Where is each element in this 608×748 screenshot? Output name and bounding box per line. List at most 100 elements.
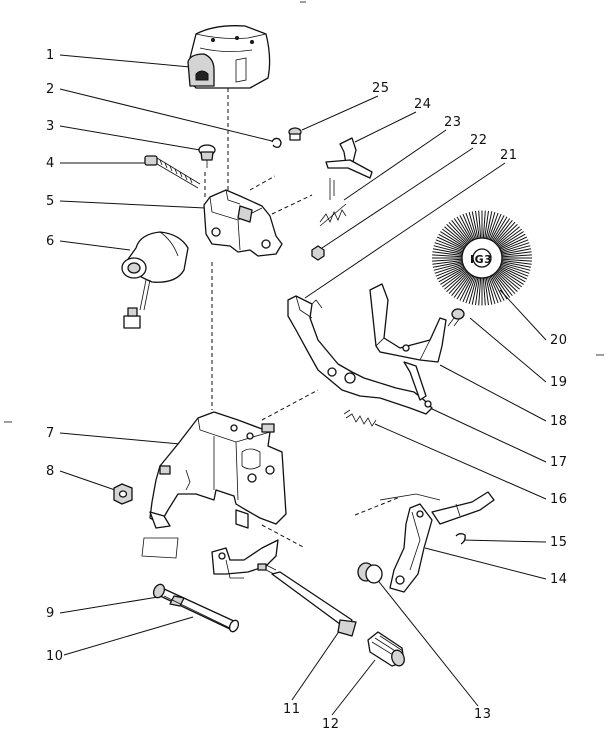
daisy-wheel-spoke <box>432 254 463 258</box>
daisy-wheel-spoke <box>432 261 463 268</box>
daisy-wheel-spoke <box>484 276 489 306</box>
daisy-wheel-spoke <box>492 218 511 243</box>
daisy-wheel-label: IG3 <box>470 253 492 266</box>
axis-frame-to-linkage <box>261 389 319 421</box>
daisy-wheel-spoke <box>435 264 464 277</box>
daisy-wheel-spoke <box>486 211 496 240</box>
part-7-main-frame <box>149 411 287 529</box>
leader-line-13 <box>375 577 479 707</box>
callout-labels: 1 2 3 4 5 6 7 8 9 10 11 12 13 14 15 16 1… <box>46 48 568 732</box>
daisy-wheel-spoke <box>482 276 486 306</box>
page-edge-marks <box>4 1 604 423</box>
callout-label-9: 9 <box>46 606 55 621</box>
daisy-wheel-spoke <box>486 276 496 305</box>
leader-line-10 <box>63 616 194 656</box>
daisy-wheel-spoke <box>442 228 467 247</box>
daisy-wheel-spoke <box>497 269 522 288</box>
daisy-wheel-spoke <box>501 245 531 254</box>
part-17-18-21-linkage <box>287 283 447 415</box>
daisy-wheel-spoke <box>462 213 475 241</box>
part-24-t-shaft <box>325 137 373 200</box>
leader-line-18 <box>439 364 547 422</box>
daisy-wheel-spoke <box>485 211 493 240</box>
daisy-wheel-spoke <box>500 263 530 274</box>
leader-line-3 <box>59 125 201 151</box>
daisy-wheel-spoke <box>498 231 524 248</box>
axis-top-right <box>249 175 276 191</box>
leader-line-25 <box>301 95 379 131</box>
axis-shaft-to-bracket <box>271 194 313 215</box>
daisy-wheel-spoke <box>496 270 520 290</box>
daisy-wheel-spoke <box>468 276 478 305</box>
part-2-e-ring <box>271 137 282 148</box>
leader-line-17 <box>429 407 547 463</box>
leader-line-23 <box>343 129 447 201</box>
part-6-solenoid <box>121 231 189 329</box>
daisy-wheel-spoke <box>501 262 531 271</box>
part-14-lever <box>379 491 495 593</box>
daisy-wheel-spoke <box>501 260 532 265</box>
daisy-wheel-spoke <box>451 219 471 244</box>
daisy-wheel-spoke <box>432 251 463 256</box>
daisy-wheel-spoke <box>456 216 473 242</box>
callout-label-17: 17 <box>550 455 568 470</box>
daisy-wheel-spoke <box>491 216 508 242</box>
axis-lever-to-frame <box>354 496 401 516</box>
daisy-wheel-spoke <box>453 218 472 243</box>
daisy-wheel-spoke <box>440 268 466 285</box>
daisy-wheel-spoke <box>438 233 465 249</box>
part-8-nut <box>113 483 133 505</box>
daisy-wheel-spoke <box>494 271 516 295</box>
daisy-wheel-spoke <box>497 228 522 247</box>
callout-label-19: 19 <box>550 375 568 390</box>
callout-label-1: 1 <box>46 48 55 63</box>
daisy-wheel-spoke <box>471 276 479 305</box>
part-4-long-screw <box>144 155 201 189</box>
part-15-clip <box>455 533 466 545</box>
daisy-wheel-spoke <box>500 239 529 252</box>
daisy-wheel-spoke <box>433 245 463 254</box>
daisy-wheel-spoke <box>501 248 532 255</box>
daisy-wheel-spoke <box>432 258 463 262</box>
daisy-wheel-spoke <box>444 226 468 246</box>
leader-line-24 <box>354 111 417 143</box>
daisy-wheel-spoke <box>475 210 480 240</box>
part-9-10-roller-shaft <box>152 583 240 633</box>
callout-label-11: 11 <box>283 702 301 717</box>
daisy-wheel-spoke <box>500 242 530 253</box>
leader-line-9 <box>59 596 159 614</box>
part-13-roller <box>357 562 383 584</box>
daisy-wheel-spoke <box>459 274 474 301</box>
daisy-wheel-spoke <box>432 260 463 265</box>
daisy-wheel-spoke <box>490 215 505 242</box>
callout-label-6: 6 <box>46 234 55 249</box>
leader-line-22 <box>321 147 474 249</box>
daisy-wheel-spoke <box>475 276 480 306</box>
daisy-wheel-spoke <box>465 275 477 304</box>
callout-label-25: 25 <box>372 81 390 96</box>
daisy-wheel-spoke <box>435 239 464 252</box>
callout-label-10: 10 <box>46 649 64 664</box>
daisy-wheel-spoke <box>487 212 499 241</box>
leader-line-11 <box>291 629 341 701</box>
daisy-wheel-spoke <box>478 276 482 306</box>
leader-line-6 <box>59 240 131 251</box>
daisy-wheel-spoke <box>500 264 529 277</box>
callout-label-12: 12 <box>322 717 340 732</box>
callout-label-24: 24 <box>414 97 432 112</box>
daisy-wheel-spoke <box>499 267 526 283</box>
daisy-wheel-spokes <box>432 210 532 306</box>
daisy-wheel-spoke <box>440 231 466 248</box>
daisy-wheel-spoke <box>433 262 463 271</box>
daisy-wheel-spoke <box>493 272 513 297</box>
daisy-wheel-spoke <box>451 272 471 297</box>
daisy-wheel-spoke <box>499 265 528 280</box>
daisy-wheel-spoke <box>459 215 474 242</box>
daisy-wheel-spoke <box>438 267 465 283</box>
part-3-screw <box>198 144 216 168</box>
leader-line-16 <box>374 423 547 500</box>
daisy-wheel-spoke <box>462 275 475 303</box>
daisy-wheel-spoke <box>494 221 516 245</box>
daisy-wheel-spoke <box>491 274 508 300</box>
callout-label-8: 8 <box>46 464 55 479</box>
